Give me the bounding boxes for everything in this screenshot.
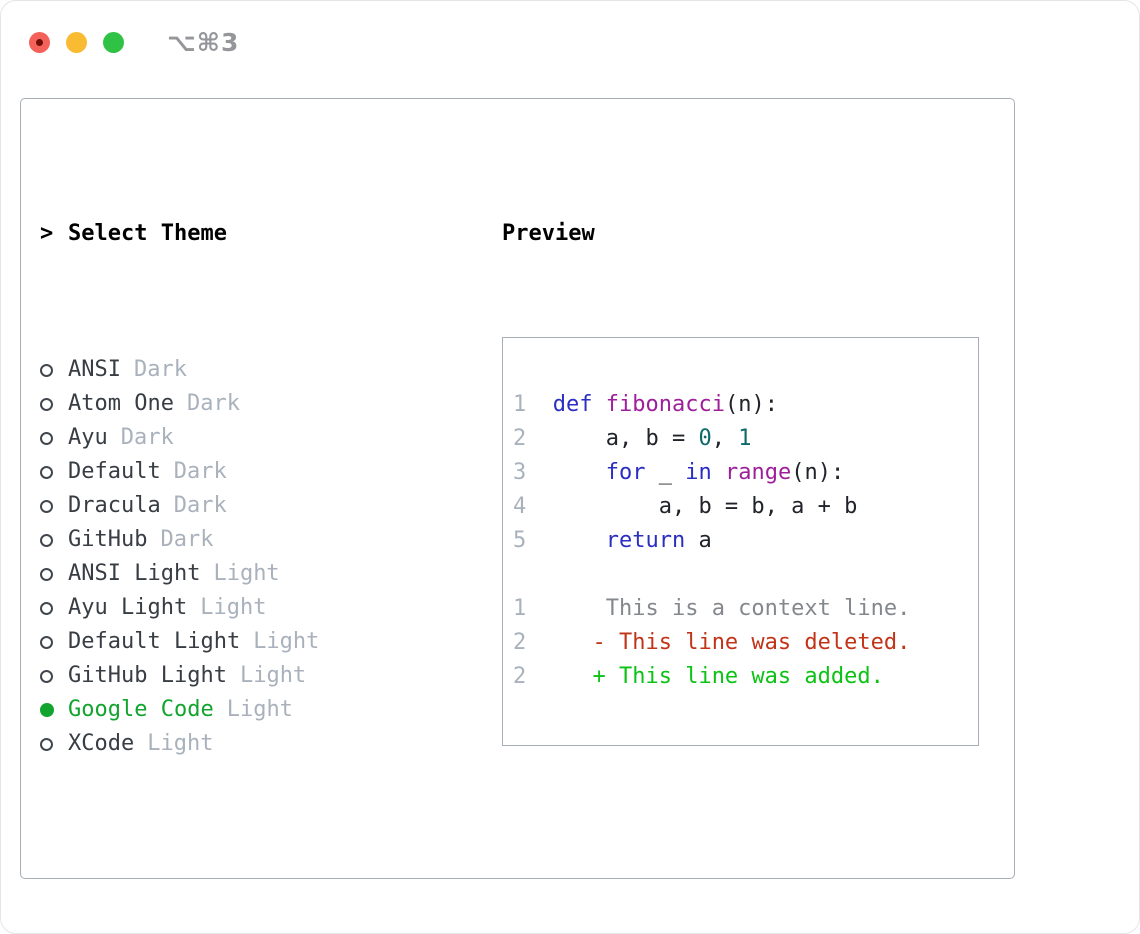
preview-title: Preview <box>502 221 595 246</box>
theme-item-ansi-light-light[interactable]: ANSI Light Light <box>40 557 502 591</box>
close-button-icon[interactable] <box>29 32 50 53</box>
theme-item-google-code-light[interactable]: Google Code Light <box>40 693 502 727</box>
code-line: 2 a, b = 0, 1 <box>513 426 752 451</box>
theme-item-github-light-light[interactable]: GitHub Light Light <box>40 659 502 693</box>
theme-name: ANSI Light <box>68 561 201 586</box>
zoom-button-icon[interactable] <box>103 32 124 53</box>
window-titlebar: ⌥⌘3 <box>29 28 239 57</box>
preview-pane: Preview 1 def fibonacci(n): 2 a, b = 0, 1… <box>502 149 1014 878</box>
gap <box>513 558 968 592</box>
theme-item-xcode-light[interactable]: XCode Light <box>40 727 502 761</box>
theme-variant-tag: Dark <box>120 425 174 450</box>
theme-variant-tag: Dark <box>173 493 227 518</box>
theme-item-default-dark[interactable]: Default Dark <box>40 455 502 489</box>
theme-variant-tag: Light <box>239 663 307 688</box>
theme-variant-tag: Dark <box>186 391 240 416</box>
select-theme-title: Select Theme <box>68 221 227 246</box>
theme-variant-tag: Light <box>147 731 214 756</box>
window-title: ⌥⌘3 <box>167 28 240 57</box>
diff-text: + This line was added. <box>552 664 884 689</box>
radio-icon[interactable] <box>40 363 53 377</box>
theme-variant-tag: Light <box>226 697 293 722</box>
radio-icon[interactable] <box>40 465 53 479</box>
diff-line-context: 1 This is a context line. <box>513 592 968 626</box>
select-theme-header-row: > Select Theme <box>40 217 502 251</box>
minimize-button-icon[interactable] <box>66 32 87 53</box>
theme-name: Dracula <box>68 493 161 518</box>
theme-item-ayu-light-light[interactable]: Ayu Light Light <box>40 591 502 625</box>
radio-icon[interactable] <box>40 431 53 445</box>
radio-icon[interactable] <box>40 635 53 649</box>
theme-item-dracula-dark[interactable]: Dracula Dark <box>40 489 502 523</box>
theme-name: Google Code <box>68 697 214 722</box>
theme-name: GitHub <box>68 527 148 552</box>
focus-caret: > <box>40 221 54 246</box>
theme-name: Ayu <box>68 425 108 450</box>
theme-name: ANSI <box>68 357 121 382</box>
radio-icon[interactable] <box>40 567 53 581</box>
theme-item-ansi-dark[interactable]: ANSI Dark <box>40 353 502 387</box>
line-number: 5 <box>513 528 527 553</box>
code-line: 3 for _ in range(n): <box>513 460 845 485</box>
theme-variant-tag: Light <box>200 595 267 620</box>
line-number: 4 <box>513 494 527 519</box>
theme-name: Ayu Light <box>68 595 188 620</box>
line-number: 2 <box>513 630 527 655</box>
theme-item-atom-one-dark[interactable]: Atom One Dark <box>40 387 502 421</box>
radio-icon[interactable] <box>40 533 53 547</box>
radio-selected-icon[interactable] <box>40 703 54 717</box>
theme-variant-tag: Dark <box>160 527 214 552</box>
diff-line-added: 2 + This line was added. <box>513 660 968 694</box>
diff-line-deleted: 2 - This line was deleted. <box>513 626 968 660</box>
theme-item-default-light-light[interactable]: Default Light Light <box>40 625 502 659</box>
theme-name: Atom One <box>68 391 174 416</box>
code-line: 1 def fibonacci(n): <box>513 392 778 417</box>
radio-icon[interactable] <box>40 499 53 513</box>
code-line: 4 a, b = b, a + b <box>513 494 858 519</box>
theme-name: XCode <box>68 731 135 756</box>
theme-name: GitHub Light <box>68 663 227 688</box>
radio-icon[interactable] <box>40 669 53 683</box>
diff-text: - This line was deleted. <box>552 630 911 655</box>
theme-item-github-dark[interactable]: GitHub Dark <box>40 523 502 557</box>
line-number: 2 <box>513 664 527 689</box>
diff-text: This is a context line. <box>552 596 911 621</box>
line-number: 3 <box>513 460 527 485</box>
radio-icon[interactable] <box>40 601 53 615</box>
theme-variant-tag: Dark <box>133 357 187 382</box>
gap <box>40 863 502 897</box>
theme-variant-tag: Light <box>213 561 280 586</box>
preview-header-row: Preview <box>502 217 1014 251</box>
preview-box: 1 def fibonacci(n): 2 a, b = 0, 1 3 for _ … <box>502 337 979 746</box>
theme-name: Default Light <box>68 629 241 654</box>
radio-icon[interactable] <box>40 397 53 411</box>
radio-icon[interactable] <box>40 737 53 751</box>
theme-name: Default <box>68 459 161 484</box>
theme-item-ayu-dark[interactable]: Ayu Dark <box>40 421 502 455</box>
line-number: 2 <box>513 426 527 451</box>
code-line: 5 return a <box>513 528 712 553</box>
theme-variant-tag: Light <box>253 629 320 654</box>
line-number: 1 <box>513 596 527 621</box>
line-number: 1 <box>513 392 527 417</box>
theme-variant-tag: Dark <box>173 459 227 484</box>
